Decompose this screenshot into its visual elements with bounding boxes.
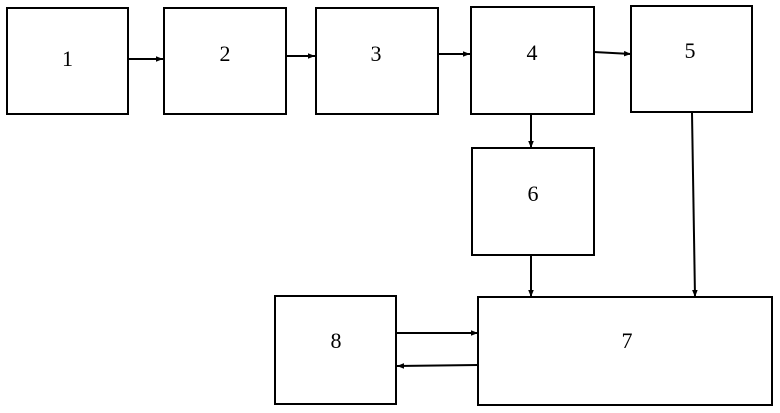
node-3-label: 3 <box>371 41 382 66</box>
edge-5-to-7 <box>692 113 695 297</box>
node-2: 2 <box>164 8 286 114</box>
node-7: 7 <box>478 297 772 405</box>
edge-7-to-8 <box>397 365 478 366</box>
node-1-label: 1 <box>62 46 73 71</box>
node-6-label: 6 <box>528 181 539 206</box>
node-2-label: 2 <box>220 41 231 66</box>
node-6: 6 <box>472 148 594 255</box>
node-5-label: 5 <box>685 38 696 63</box>
node-8: 8 <box>275 296 396 404</box>
node-4-label: 4 <box>527 40 538 65</box>
node-5: 5 <box>631 6 752 112</box>
edge-4-to-5 <box>594 52 631 54</box>
node-3: 3 <box>316 8 438 114</box>
node-1: 1 <box>7 8 128 114</box>
node-4: 4 <box>471 7 594 114</box>
node-7-label: 7 <box>622 328 633 353</box>
node-8-label: 8 <box>331 328 342 353</box>
